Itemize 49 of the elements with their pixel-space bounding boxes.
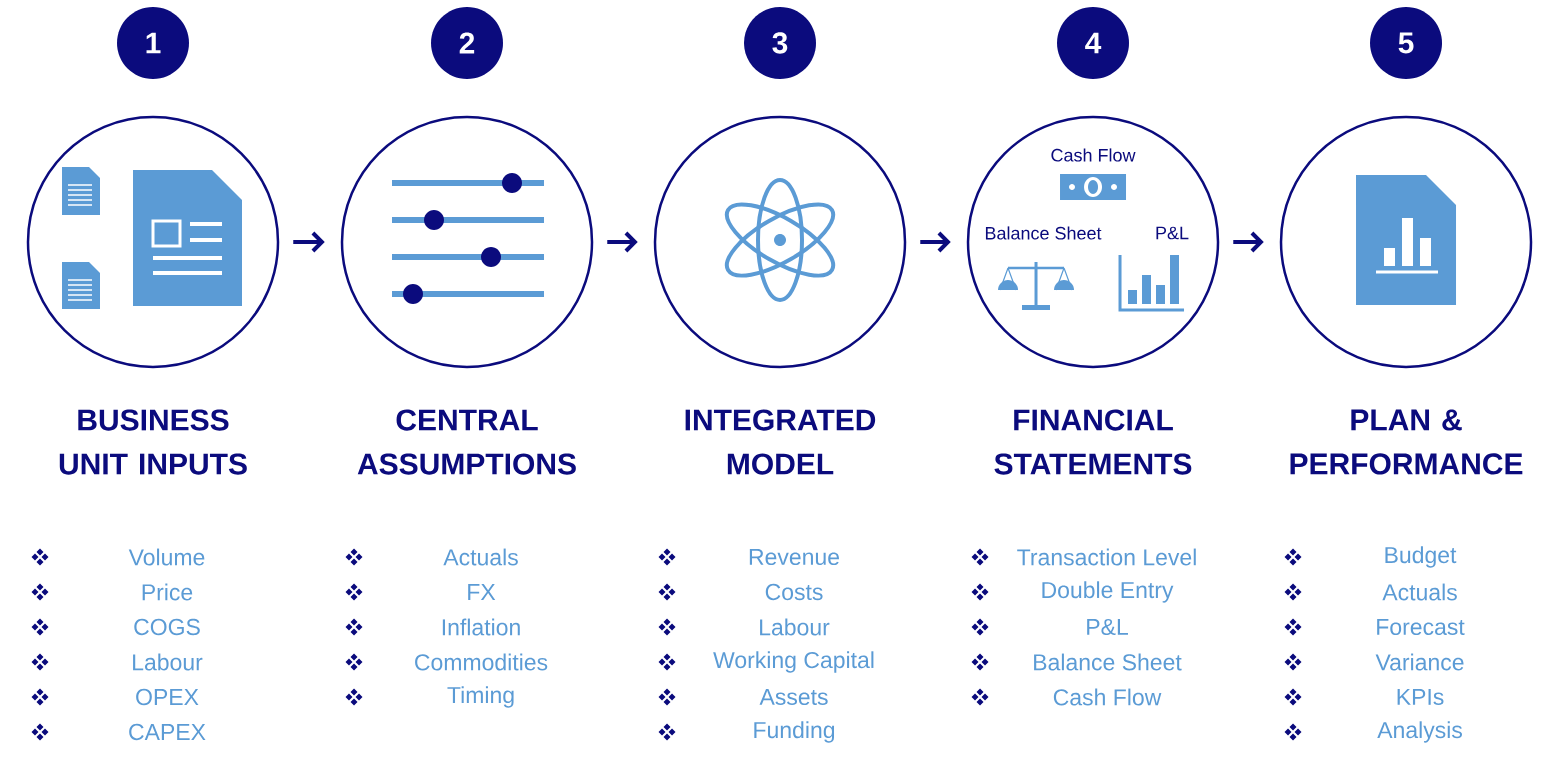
list-item: Budget — [1385, 546, 1457, 568]
stage-circle — [653, 115, 907, 369]
number-badge: 3 — [744, 7, 816, 79]
stage-heading: CENTRAL ASSUMPTIONS — [357, 409, 576, 475]
list-item: OPEX — [136, 688, 199, 706]
arrow — [920, 231, 951, 253]
list-item: KPIs — [1397, 689, 1444, 706]
list-item: Labour — [133, 653, 203, 671]
number-badge: 1 — [117, 7, 189, 79]
list-item: Costs — [765, 583, 823, 601]
list-item: Funding — [754, 721, 835, 743]
icon-caption: Balance Sheet — [985, 226, 1102, 240]
list-item: Variance — [1375, 653, 1464, 671]
stage-circle — [26, 115, 280, 369]
list-item: Price — [142, 583, 193, 601]
list-item: Volume — [128, 548, 205, 566]
list-item: P&L — [1087, 618, 1128, 636]
icon-caption: Cash Flow — [1051, 148, 1136, 162]
list-item: Labour — [760, 618, 830, 636]
stage-heading: INTEGRATED MODEL — [685, 409, 876, 475]
list-item: Assets — [759, 689, 828, 706]
list-item: Inflation — [442, 618, 520, 636]
list-item: Balance Sheet — [1034, 653, 1182, 671]
list-item: CAPEX — [129, 723, 206, 741]
stage-circle — [340, 115, 594, 369]
stage-heading: PLAN & PERFORMANCE — [1290, 409, 1523, 475]
list-item: Commodities — [415, 653, 548, 671]
list-item: Double Entry — [1042, 581, 1174, 603]
stage-circle — [1279, 115, 1533, 369]
number-badge: 4 — [1057, 7, 1129, 79]
list-item: COGS — [134, 618, 200, 636]
list-item: Transaction Level — [1017, 548, 1196, 566]
list-item: Timing — [447, 686, 514, 708]
list-item: Cash Flow — [1053, 688, 1162, 706]
list-item: Actuals — [443, 548, 518, 566]
stage-heading: BUSINESS UNIT INPUTS — [59, 409, 247, 475]
list-item: Forecast — [1377, 619, 1465, 636]
list-item: Revenue — [749, 549, 839, 566]
list-item: FX — [468, 584, 496, 600]
number-badge: 2 — [431, 7, 503, 79]
number-badge: 5 — [1370, 7, 1442, 79]
stage-heading: FINANCIAL STATEMENTS — [994, 409, 1192, 475]
list-item: Analysis — [1377, 721, 1462, 743]
icon-caption: P&L — [1156, 226, 1189, 240]
arrow — [293, 231, 325, 253]
list-item: Working Capital — [713, 651, 874, 673]
arrow — [607, 231, 638, 253]
arrow — [1233, 231, 1264, 253]
list-item: Actuals — [1382, 583, 1457, 601]
